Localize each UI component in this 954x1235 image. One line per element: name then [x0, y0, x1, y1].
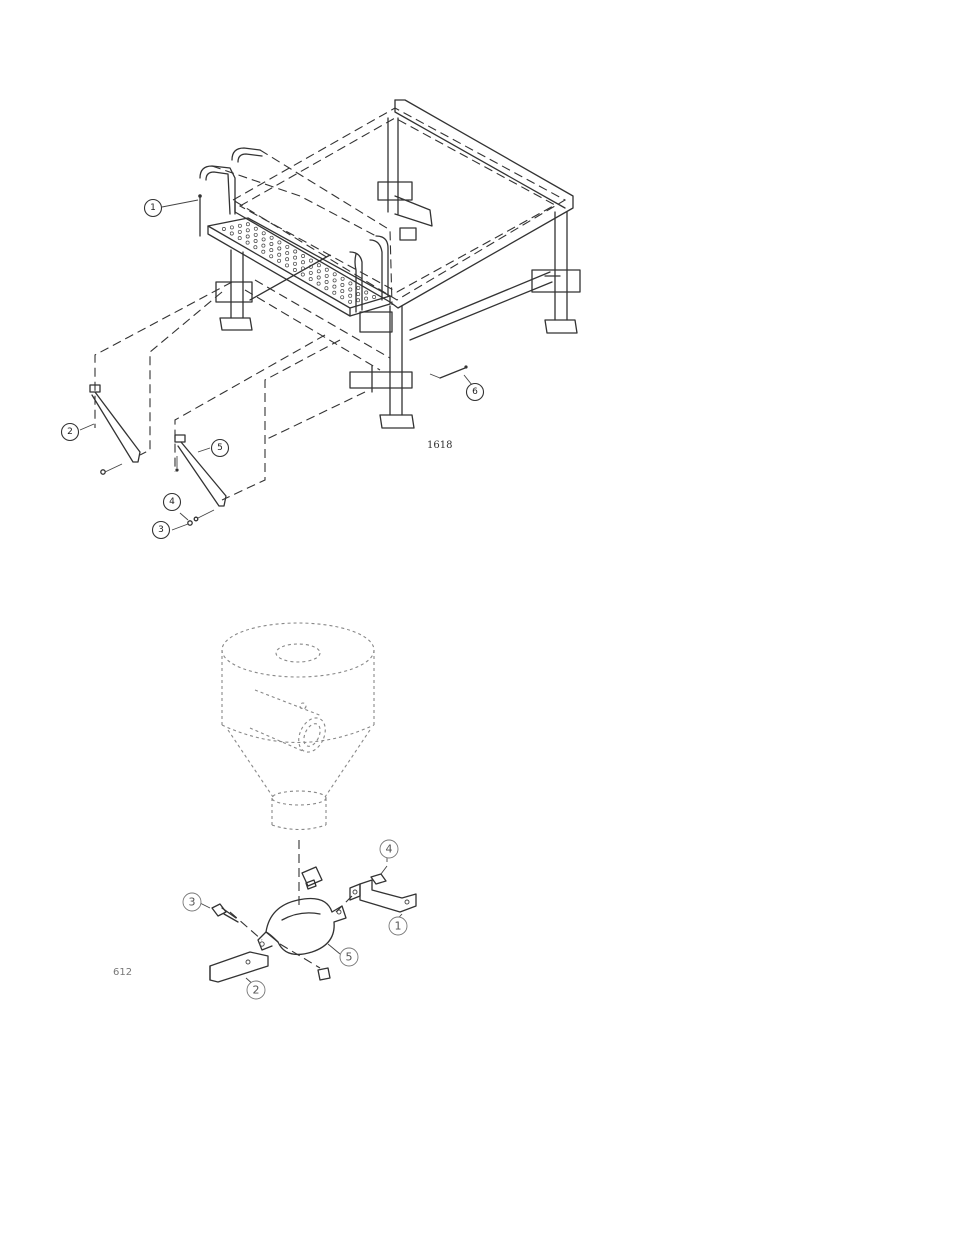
deck-perforation — [349, 300, 352, 303]
callout-4-bottom: 4 — [380, 840, 398, 858]
deck-perforation — [309, 278, 312, 281]
deck-perforation — [270, 236, 273, 239]
deck-perforation — [333, 279, 336, 282]
deck-perforation — [357, 286, 360, 289]
deck-perforation — [301, 273, 304, 276]
deck-perforation — [270, 249, 273, 252]
deck-perforation — [262, 250, 265, 253]
deck-perforation — [230, 226, 233, 229]
svg-text:2: 2 — [253, 984, 260, 997]
deck-perforation — [254, 239, 257, 242]
callout-2-top: 2 — [62, 424, 79, 441]
figure-code-top: 1618 — [427, 440, 452, 451]
callout-2-bottom: 2 — [247, 981, 265, 999]
deck-perforation — [278, 247, 281, 250]
deck-perforation — [238, 237, 241, 240]
deck-perforation — [293, 262, 296, 265]
deck-perforation — [262, 232, 265, 235]
svg-text:5: 5 — [217, 443, 223, 453]
deck-perforation — [333, 273, 336, 276]
deck-perforation — [285, 264, 288, 267]
deck-perforation — [341, 290, 344, 293]
deck-perforation — [246, 235, 249, 238]
callout-5-top: 5 — [212, 440, 229, 457]
deck-perforation — [254, 233, 257, 236]
deck-perforation — [278, 253, 281, 256]
deck-perforation — [357, 299, 360, 302]
deck-perforation — [262, 238, 265, 241]
deck-perforation — [238, 224, 241, 227]
deck-perforation — [325, 287, 328, 290]
deck-perforation — [286, 258, 289, 261]
hopper-clamp-drawing: 1 2 3 4 5 — [0, 560, 954, 1080]
svg-text:2: 2 — [67, 427, 73, 437]
deck-perforation — [373, 295, 376, 298]
svg-text:3: 3 — [158, 525, 164, 535]
callout-3-top: 3 — [153, 522, 170, 539]
svg-text:4: 4 — [386, 843, 393, 856]
deck-perforation — [302, 254, 305, 257]
deck-perforation — [325, 274, 328, 277]
deck-perforation — [254, 227, 257, 230]
deck-perforation — [254, 246, 257, 249]
deck-perforation — [278, 259, 281, 262]
deck-perforation — [294, 256, 297, 259]
figure-code-bottom: 612 — [113, 967, 132, 978]
deck-perforation — [357, 293, 360, 296]
deck-perforation — [365, 291, 368, 294]
deck-perforation — [317, 276, 320, 279]
deck-perforation — [293, 268, 296, 271]
deck-perforation — [286, 252, 289, 255]
svg-text:5: 5 — [346, 951, 353, 964]
svg-text:3: 3 — [189, 896, 196, 909]
deck-perforation — [230, 232, 233, 235]
callout-4-top: 4 — [164, 494, 181, 511]
deck-perforation — [317, 282, 320, 285]
deck-perforation — [325, 268, 328, 271]
deck-perforation — [246, 229, 249, 232]
deck-perforation — [278, 241, 281, 244]
deck-perforation — [325, 280, 328, 283]
deck-perforation — [317, 264, 320, 267]
svg-text:6: 6 — [472, 387, 478, 397]
deck-perforation — [365, 297, 368, 300]
deck-perforation — [309, 259, 312, 262]
deck-perforation — [349, 294, 352, 297]
deck-perforation — [301, 261, 304, 264]
svg-text:4: 4 — [169, 497, 175, 507]
platform-frame-drawing: 1 2 3 4 5 6 — [0, 0, 954, 560]
svg-text:1: 1 — [150, 203, 156, 213]
deck-perforation — [349, 288, 352, 291]
callout-1-bottom: 1 — [389, 917, 407, 935]
deck-perforation — [246, 241, 249, 244]
deck-perforation — [270, 255, 273, 258]
deck-perforation — [341, 296, 344, 299]
deck-perforation — [246, 223, 249, 226]
deck-perforation — [262, 244, 265, 247]
deck-perforation — [294, 250, 297, 253]
callout-3-bottom: 3 — [183, 893, 201, 911]
deck-perforation — [309, 271, 312, 274]
deck-perforation — [341, 277, 344, 280]
callout-6-top: 6 — [467, 384, 484, 401]
deck-perforation — [349, 282, 352, 285]
deck-perforation — [333, 285, 336, 288]
callout-1-top: 1 — [145, 200, 162, 217]
deck-perforation — [222, 227, 225, 230]
deck-perforation — [333, 291, 336, 294]
deck-perforation — [341, 283, 344, 286]
deck-perforation — [270, 242, 273, 245]
deck-perforation — [317, 270, 320, 273]
deck-perforation — [286, 245, 289, 248]
callout-5-bottom: 5 — [340, 948, 358, 966]
svg-text:1: 1 — [395, 920, 402, 933]
deck-perforation — [238, 230, 241, 233]
